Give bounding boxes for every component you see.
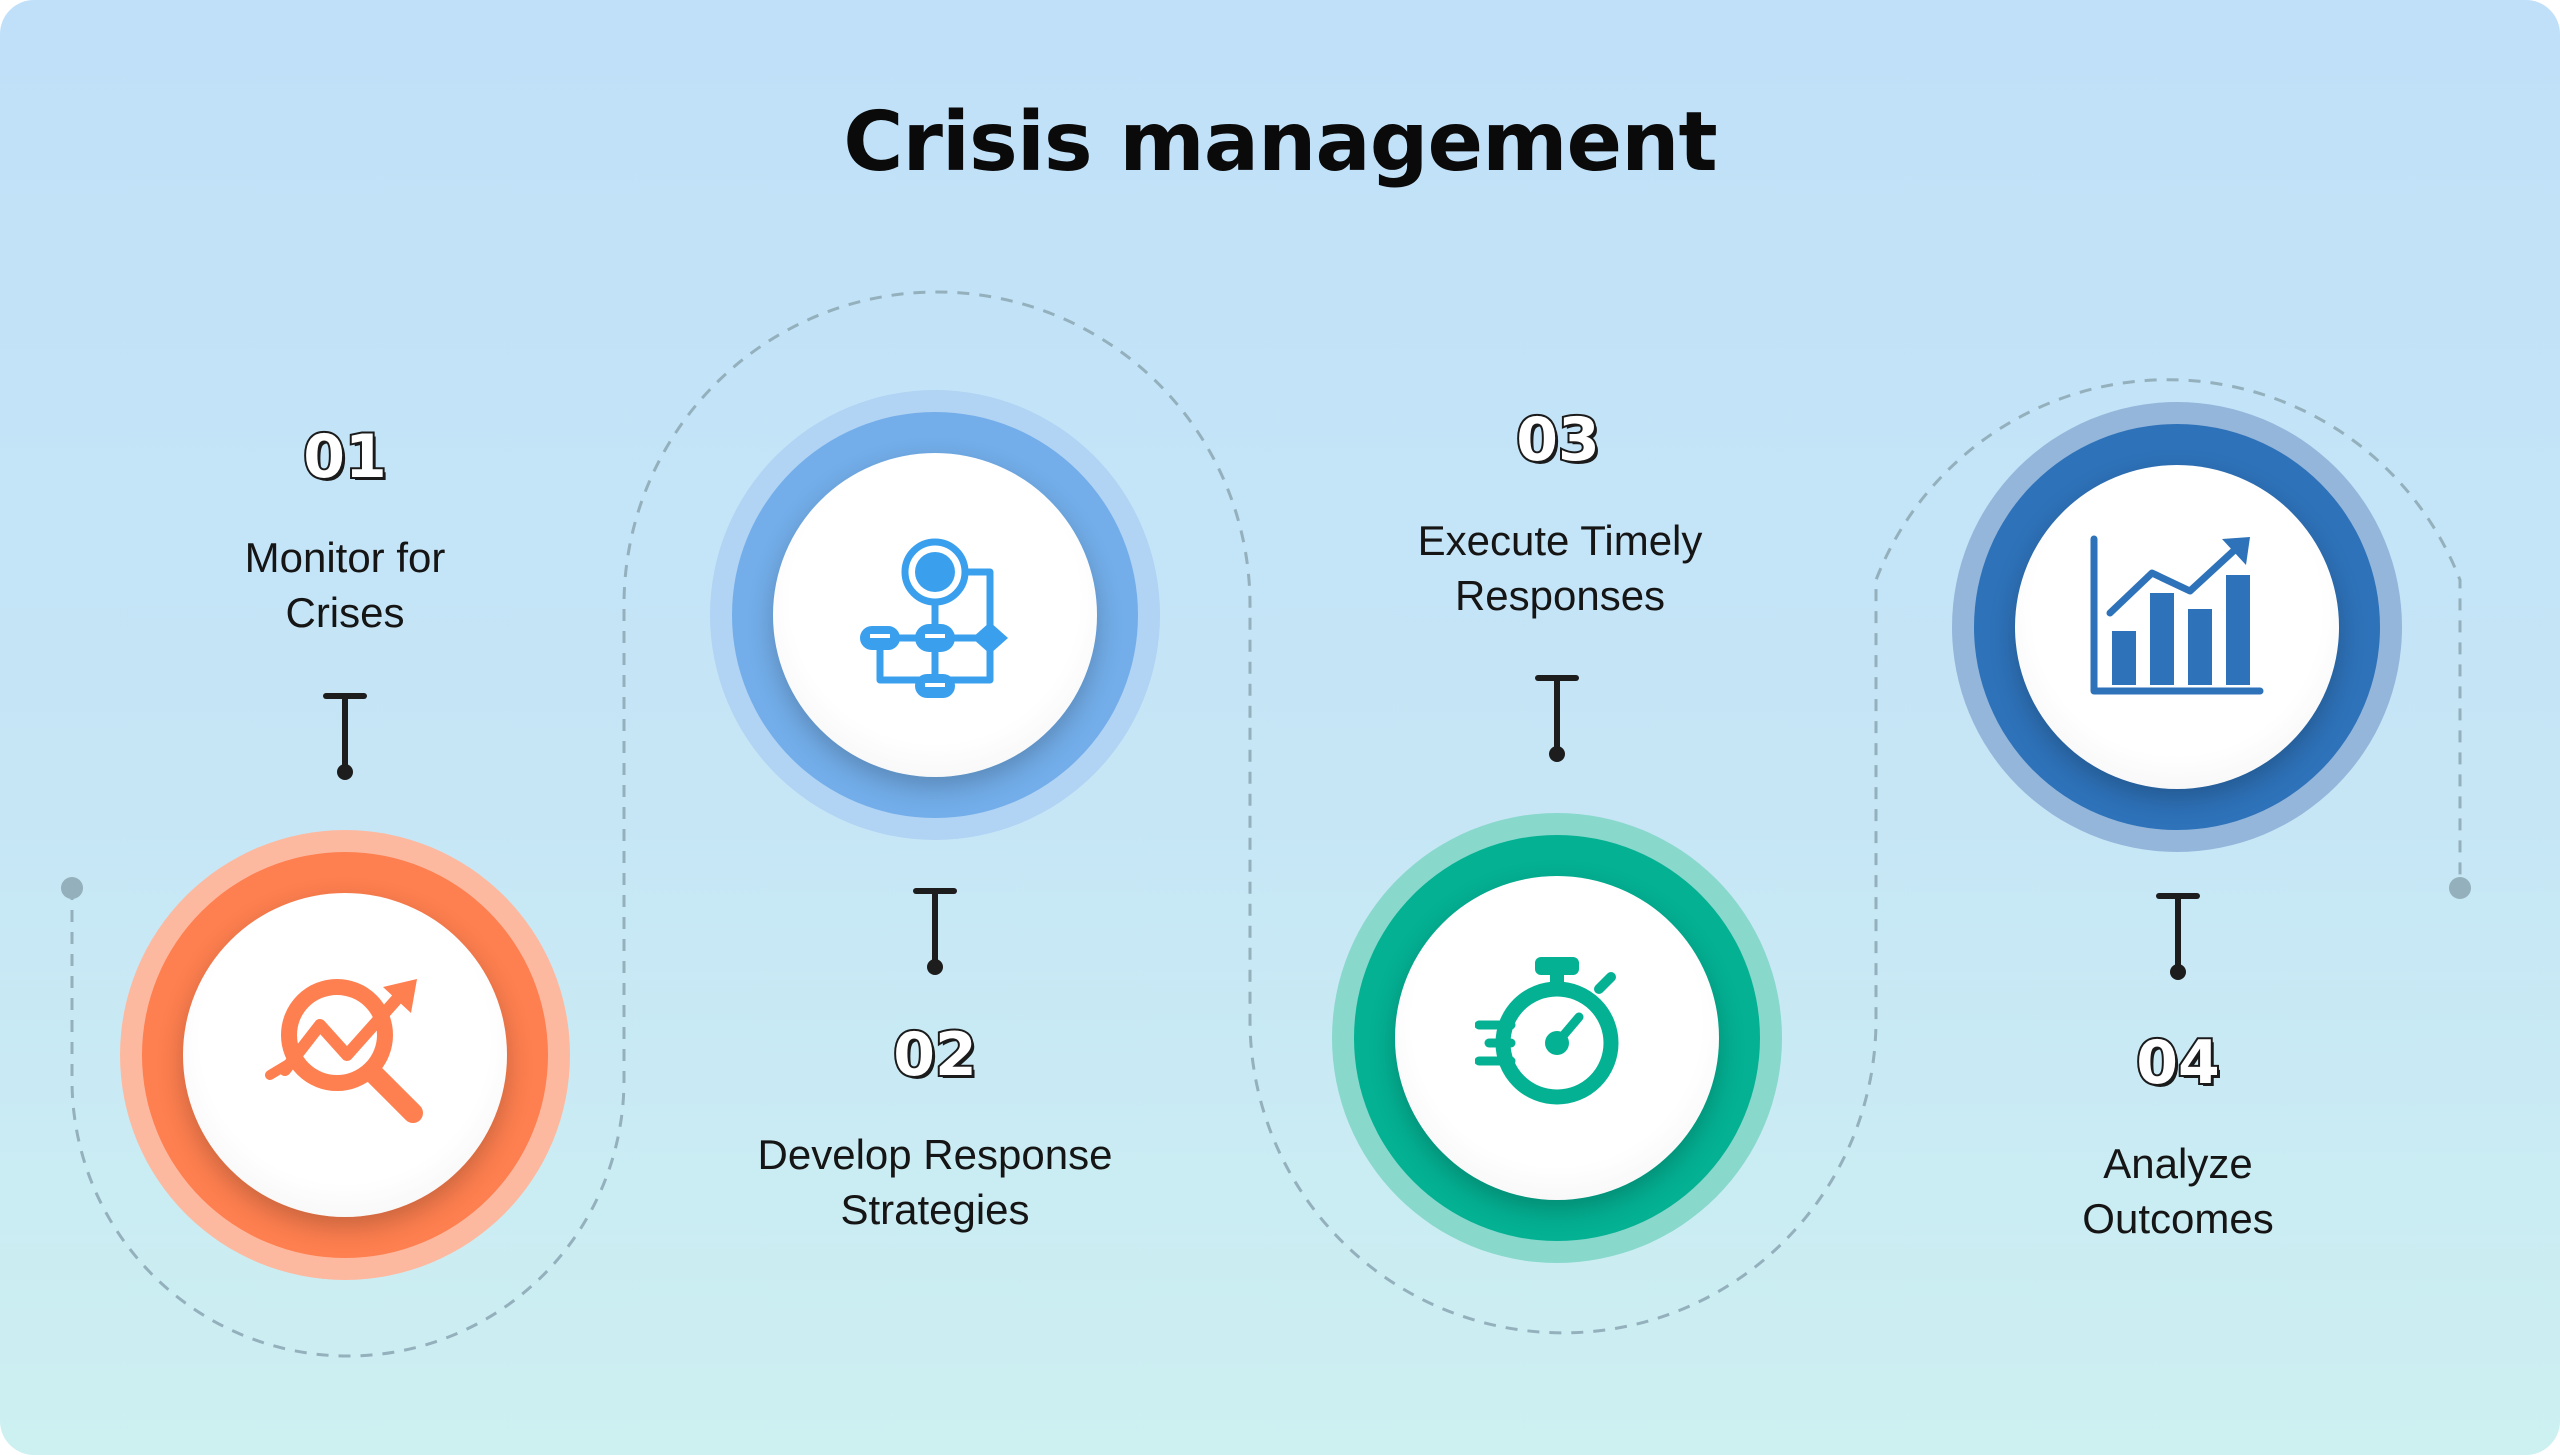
step-4-label-line-2: Outcomes — [2082, 1195, 2274, 1242]
step-1-number: 01 — [301, 420, 389, 494]
step-4-connector — [2156, 893, 2200, 980]
step-3-label-line-1: Execute Timely — [1417, 517, 1703, 564]
step-3-number: 03 — [1514, 403, 1602, 477]
trend-magnifier-icon — [265, 979, 423, 1123]
page-title: Crisis management — [843, 95, 1717, 190]
step-1-label: Monitor for Crises — [145, 530, 545, 640]
step-3-label: Execute Timely Responses — [1340, 513, 1780, 623]
step-3-connector — [1535, 675, 1579, 762]
step-3-label-line-2: Responses — [1454, 572, 1666, 619]
step-2-label-line-2: Strategies — [840, 1186, 1030, 1233]
stopwatch-speed-icon — [1475, 957, 1619, 1105]
step-4-inner-circle — [2015, 465, 2339, 789]
step-2-connector — [913, 888, 957, 975]
step-4-number: 04 — [2134, 1026, 2222, 1100]
bar-chart-growth-icon — [2090, 535, 2264, 695]
step-2-label-line-1: Develop Response — [757, 1131, 1113, 1178]
step-1-label-line-2: Crises — [285, 589, 405, 636]
step-4-label-line-1: Analyze — [2103, 1140, 2253, 1187]
step-2-number: 02 — [891, 1018, 979, 1092]
workflow-gear-icon — [860, 538, 1008, 698]
path-start-dot — [61, 877, 83, 899]
step-4-label: Analyze Outcomes — [2000, 1136, 2356, 1246]
path-end-dot — [2449, 877, 2471, 899]
step-1-label-line-1: Monitor for — [244, 534, 446, 581]
step-2-label: Develop Response Strategies — [700, 1127, 1170, 1237]
step-1-connector — [323, 693, 367, 780]
